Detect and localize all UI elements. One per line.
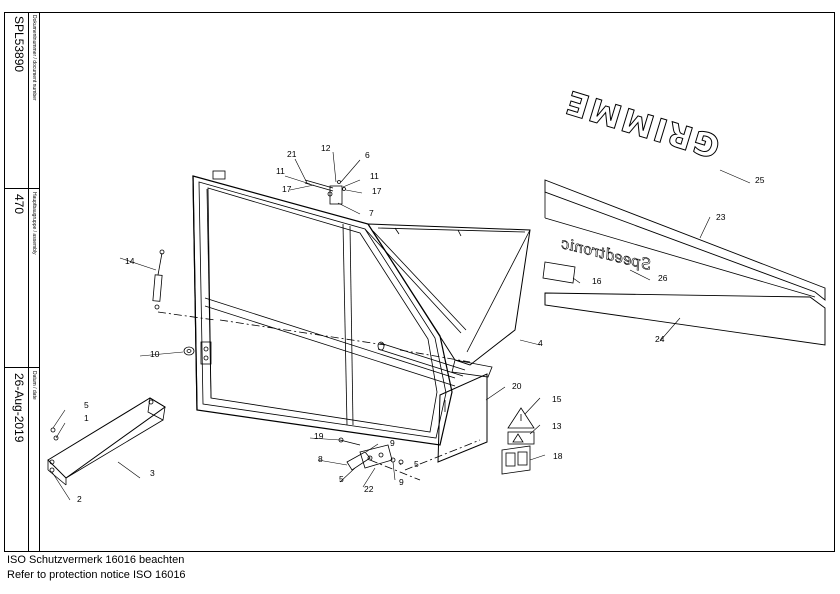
callout-21: 21 [287, 149, 297, 159]
latch-mount [200, 341, 212, 365]
callout-10: 10 [150, 349, 160, 359]
side-panel [367, 223, 531, 378]
hinge-bottom [338, 437, 404, 471]
callout-3: 3 [150, 468, 155, 478]
callout-14: 14 [125, 256, 135, 266]
callout-5-left: 5 [84, 400, 89, 410]
callout-26: 26 [658, 273, 668, 283]
nut [183, 346, 195, 356]
leader-lines [51, 151, 751, 501]
callout-19: 19 [314, 431, 324, 441]
callout-8: 8 [318, 454, 323, 464]
callout-6: 6 [365, 150, 370, 160]
warning-stickers [501, 407, 535, 475]
callout-23: 23 [716, 212, 726, 222]
callout-1: 1 [84, 413, 89, 423]
protection-notice-de: ISO Schutzvermerk 16016 beachten [7, 554, 185, 566]
callout-16: 16 [592, 276, 602, 286]
callout-18: 18 [553, 451, 563, 461]
bracket-plate [437, 373, 488, 463]
title-block: Dokumentnummer / document number SPL5389… [4, 12, 40, 552]
decal-sticker [542, 261, 576, 284]
protection-notice-en: Refer to protection notice ISO 16016 [7, 569, 186, 581]
callout-12: 12 [321, 143, 331, 153]
callout-11-left: 11 [276, 166, 285, 176]
callout-5-right: 5 [414, 459, 419, 469]
title-block-row-divider [4, 188, 40, 189]
callout-22: 22 [364, 484, 374, 494]
callout-9-bottom: 9 [399, 477, 404, 487]
door-frame [192, 175, 467, 446]
callout-25: 25 [755, 175, 765, 185]
callout-7: 7 [369, 208, 374, 218]
callout-20: 20 [512, 381, 522, 391]
gas-spring [152, 249, 165, 310]
callout-24: 24 [655, 334, 665, 344]
rod [377, 341, 466, 377]
center-lines [157, 311, 481, 481]
hinge-top [212, 170, 346, 205]
title-block-border [4, 12, 40, 552]
title-block-divider [28, 12, 29, 552]
title-block-row-divider [4, 367, 40, 368]
cover [47, 397, 166, 486]
callout-17-left: 17 [282, 184, 292, 194]
callout-4: 4 [538, 338, 543, 348]
callout-5-bottom: 5 [339, 474, 344, 484]
callout-9-top: 9 [390, 438, 395, 448]
callout-2: 2 [77, 494, 82, 504]
callout-17-right: 17 [372, 186, 382, 196]
callout-15: 15 [552, 394, 562, 404]
callout-13: 13 [552, 421, 562, 431]
drawing-frame [4, 12, 835, 552]
callout-11-right: 11 [370, 171, 379, 181]
side-decals [544, 179, 826, 346]
